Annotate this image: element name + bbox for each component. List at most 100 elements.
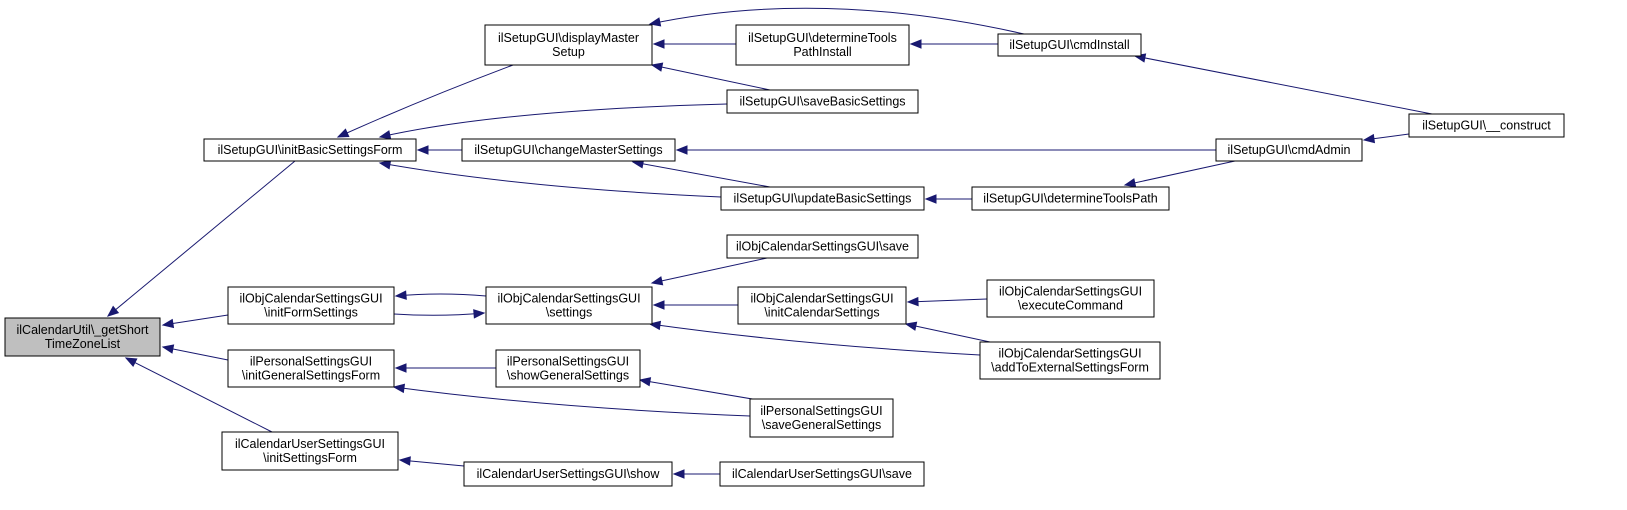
node-box xyxy=(484,24,653,66)
caller-function-node[interactable]: ilObjCalendarSettingsGUI\save xyxy=(726,234,919,259)
call-edge xyxy=(1133,53,1433,115)
edge-line xyxy=(162,314,229,326)
call-edge xyxy=(648,320,981,356)
call-edge xyxy=(161,314,229,329)
caller-function-node[interactable]: ilPersonalSettingsGUI\initGeneralSetting… xyxy=(227,349,395,388)
arrow-head-icon xyxy=(906,296,919,307)
arrow-head-icon xyxy=(378,130,392,140)
node-box xyxy=(203,138,417,162)
caller-function-node[interactable]: ilObjCalendarSettingsGUI\initFormSetting… xyxy=(227,286,395,325)
edge-line xyxy=(639,379,771,403)
arrow-head-icon xyxy=(416,145,429,155)
arrow-head-icon xyxy=(336,128,350,138)
node-label: ilObjCalendarSettingsGUI xyxy=(239,292,382,306)
node-label: ilSetupGUI\cmdInstall xyxy=(1009,38,1129,52)
edge-line xyxy=(651,64,771,91)
arrow-head-icon xyxy=(675,145,688,155)
call-edge xyxy=(394,363,496,373)
arrow-head-icon xyxy=(648,17,662,27)
node-box xyxy=(979,341,1161,380)
caller-function-node[interactable]: ilCalendarUserSettingsGUI\save xyxy=(719,461,925,487)
node-box xyxy=(986,279,1155,318)
caller-function-node[interactable]: ilSetupGUI\updateBasicSettings xyxy=(720,186,925,211)
caller-function-node[interactable]: ilObjCalendarSettingsGUI\addToExternalSe… xyxy=(979,341,1161,380)
node-label: TimeZoneList xyxy=(45,337,121,351)
arrow-head-icon xyxy=(394,363,407,373)
call-edge xyxy=(394,290,487,300)
node-label: ilSetupGUI\saveBasicSettings xyxy=(739,95,905,109)
node-box xyxy=(461,138,676,162)
node-box xyxy=(1408,113,1565,138)
node-label: ilCalendarUserSettingsGUI xyxy=(235,437,385,451)
node-label: ilSetupGUI\changeMasterSettings xyxy=(474,143,662,157)
call-edge xyxy=(650,62,771,91)
caller-function-node[interactable]: ilCalendarUserSettingsGUI\initSettingsFo… xyxy=(221,431,399,471)
call-edge xyxy=(1362,133,1410,144)
caller-function-node[interactable]: ilSetupGUI\__construct xyxy=(1408,113,1565,138)
arrow-head-icon xyxy=(473,309,486,319)
caller-function-node[interactable]: ilCalendarUserSettingsGUI\show xyxy=(463,461,673,487)
edge-line xyxy=(125,357,273,433)
node-box xyxy=(971,186,1170,211)
edge-line xyxy=(1124,160,1236,186)
arrow-head-icon xyxy=(392,383,406,394)
node-label: ilSetupGUI\determineTools xyxy=(748,31,897,45)
caller-function-node[interactable]: ilObjCalendarSettingsGUI\executeCommand xyxy=(986,279,1155,318)
edge-line xyxy=(337,64,514,138)
call-edge xyxy=(393,309,486,319)
node-box xyxy=(4,317,161,357)
call-edge xyxy=(652,300,738,310)
node-label: ilObjCalendarSettingsGUI\save xyxy=(736,240,909,254)
call-edge xyxy=(672,469,720,479)
node-label: \executeCommand xyxy=(1018,299,1123,313)
caller-function-node[interactable]: ilSetupGUI\saveBasicSettings xyxy=(726,89,919,114)
node-label: ilPersonalSettingsGUI xyxy=(507,355,629,369)
caller-function-node[interactable]: ilSetupGUI\cmdAdmin xyxy=(1215,138,1363,162)
edge-line xyxy=(107,160,296,317)
call-edge xyxy=(638,377,771,403)
arrow-head-icon xyxy=(652,300,665,310)
arrow-head-icon xyxy=(161,318,175,329)
caller-function-node[interactable]: ilPersonalSettingsGUI\saveGeneralSetting… xyxy=(749,398,894,438)
node-box xyxy=(719,461,925,487)
node-label: \initGeneralSettingsForm xyxy=(242,369,380,383)
call-edge xyxy=(398,456,465,467)
arrow-head-icon xyxy=(106,305,120,317)
node-box xyxy=(227,349,395,388)
edge-line xyxy=(395,293,487,297)
call-edge xyxy=(161,344,229,361)
arrow-head-icon xyxy=(672,469,685,479)
arrow-head-icon xyxy=(398,456,411,466)
call-edge xyxy=(392,383,751,417)
node-label: Setup xyxy=(552,45,585,59)
node-label: ilPersonalSettingsGUI xyxy=(760,404,882,418)
node-label: \addToExternalSettingsForm xyxy=(991,361,1149,375)
node-box xyxy=(735,24,910,66)
node-box xyxy=(720,186,925,211)
caller-function-node[interactable]: ilSetupGUI\initBasicSettingsForm xyxy=(203,138,417,162)
edge-line xyxy=(393,312,485,316)
call-edge xyxy=(675,145,1216,155)
caller-function-node[interactable]: ilSetupGUI\cmdInstall xyxy=(997,33,1142,57)
arrow-head-icon xyxy=(638,377,652,387)
node-label: ilSetupGUI\displayMaster xyxy=(498,31,639,45)
caller-function-node[interactable]: ilObjCalendarSettingsGUI\initCalendarSet… xyxy=(737,286,907,325)
call-edge xyxy=(124,357,273,433)
caller-function-node[interactable]: ilSetupGUI\determineToolsPath xyxy=(971,186,1170,211)
call-edge xyxy=(631,159,771,188)
node-label: \initSettingsForm xyxy=(263,451,357,465)
caller-function-node[interactable]: ilSetupGUI\changeMasterSettings xyxy=(461,138,676,162)
edge-line xyxy=(379,103,728,138)
edge-line xyxy=(1134,55,1433,115)
call-edge xyxy=(416,145,462,155)
caller-function-node[interactable]: ilObjCalendarSettingsGUI\settings xyxy=(485,286,653,325)
caller-function-node[interactable]: ilPersonalSettingsGUI\showGeneralSetting… xyxy=(495,349,641,388)
call-edge xyxy=(378,160,722,198)
node-label: ilObjCalendarSettingsGUI xyxy=(998,347,1141,361)
node-label: \saveGeneralSettings xyxy=(762,418,882,432)
arrow-head-icon xyxy=(652,39,665,49)
call-edge xyxy=(906,296,988,307)
